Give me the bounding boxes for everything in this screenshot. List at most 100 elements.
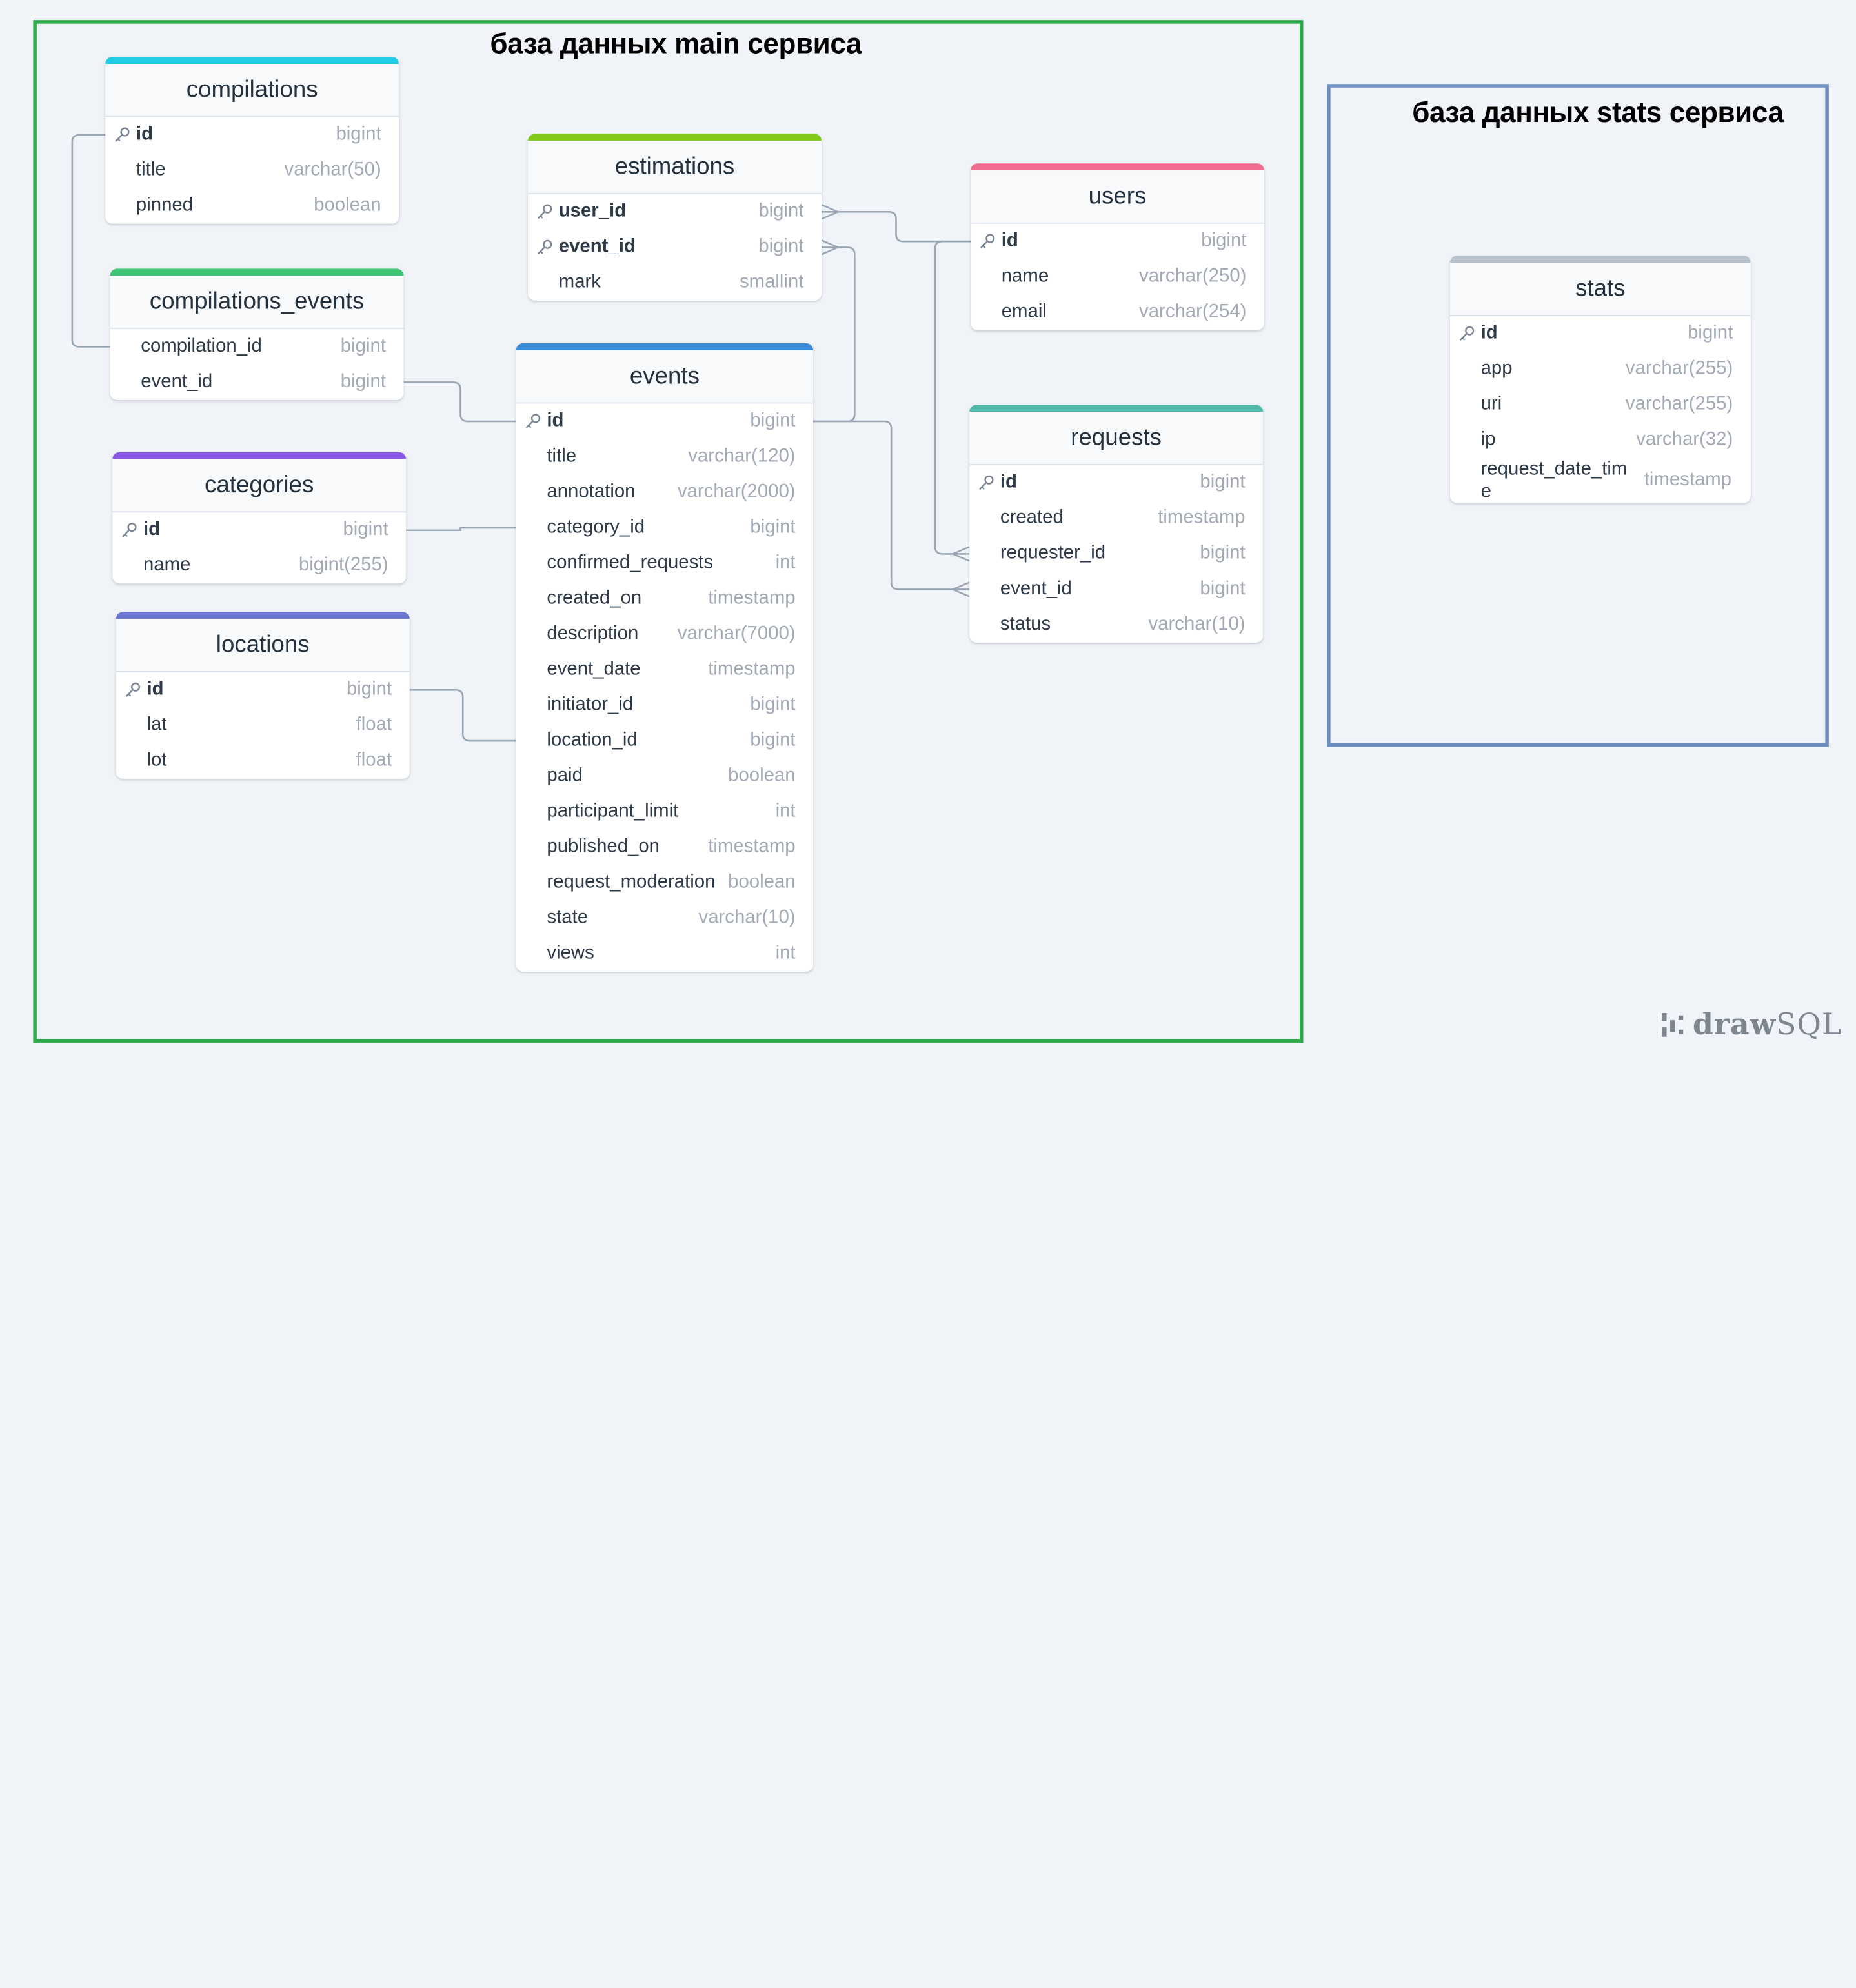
column-name: id xyxy=(1000,472,1017,493)
table-title[interactable]: estimations xyxy=(528,141,822,194)
relation-line[interactable] xyxy=(403,381,516,423)
column-type: timestamp xyxy=(708,588,796,608)
table-title[interactable]: events xyxy=(516,350,814,404)
column-type: boolean xyxy=(728,872,796,892)
relation-line[interactable] xyxy=(934,240,971,555)
table-title[interactable]: locations xyxy=(116,619,410,672)
table-title[interactable]: users xyxy=(971,170,1264,224)
column-name: app xyxy=(1480,358,1513,379)
column-row[interactable]: id bigint xyxy=(971,224,1264,259)
column-type: int xyxy=(775,552,796,573)
column-name: event_date xyxy=(547,659,641,679)
table-title[interactable]: requests xyxy=(969,412,1264,465)
column-type: timestamp xyxy=(708,659,796,679)
column-name: id xyxy=(1001,230,1018,251)
column-type: smallint xyxy=(739,272,804,293)
table-accent-bar xyxy=(516,343,814,350)
relation-line[interactable] xyxy=(71,134,110,348)
column-name: published_on xyxy=(547,836,660,857)
relation-line[interactable] xyxy=(821,211,971,243)
column-type: bigint xyxy=(1200,578,1246,599)
table-title[interactable]: stats xyxy=(1449,263,1751,316)
key-icon xyxy=(538,239,552,254)
column-name: status xyxy=(1000,614,1051,635)
column-name: annotation xyxy=(547,481,636,502)
column-type: bigint xyxy=(750,730,796,750)
crows-foot-marker xyxy=(821,204,839,220)
column-type: bigint xyxy=(1201,230,1247,251)
column-name: location_id xyxy=(547,730,638,750)
key-icon xyxy=(115,127,130,142)
column-type: boolean xyxy=(314,195,381,216)
key-icon xyxy=(126,682,141,697)
key-icon xyxy=(980,234,995,248)
column-type: float xyxy=(356,750,392,771)
column-row[interactable]: event_date timestamp xyxy=(516,652,813,688)
column-name: name xyxy=(143,555,191,576)
table-title[interactable]: categories xyxy=(112,459,407,513)
column-row[interactable]: id bigint xyxy=(969,465,1263,501)
relation-line[interactable] xyxy=(406,527,516,532)
relation-line[interactable] xyxy=(813,420,970,590)
column-type: bigint xyxy=(340,371,386,392)
column-type: varchar(254) xyxy=(1139,301,1247,322)
relation-line[interactable] xyxy=(409,689,516,742)
column-type: bigint xyxy=(758,201,804,221)
table-title[interactable]: compilations xyxy=(105,64,399,117)
table-accent-bar xyxy=(1449,256,1751,263)
column-type: bigint xyxy=(1200,472,1246,493)
table-title[interactable]: compilations_events xyxy=(110,276,404,329)
table-accent-bar xyxy=(112,452,407,459)
column-row[interactable]: location_id bigint xyxy=(516,723,813,759)
column-type: varchar(10) xyxy=(698,907,796,929)
